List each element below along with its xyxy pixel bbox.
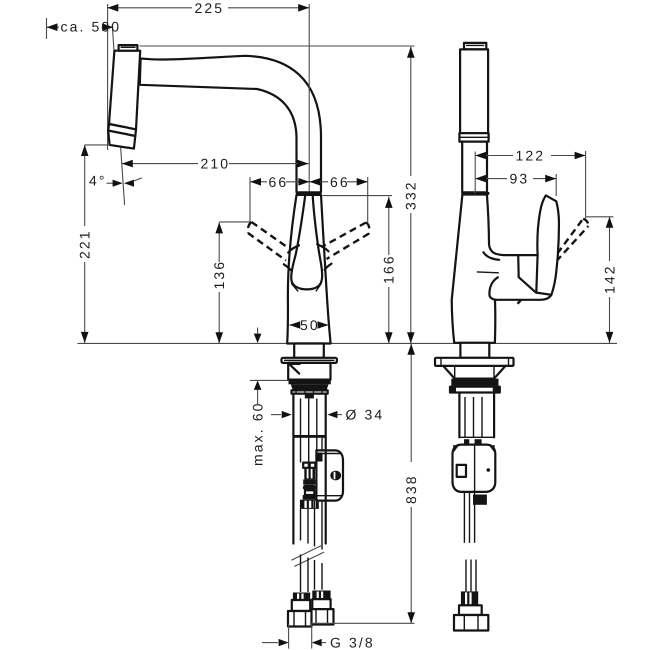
svg-text:210: 210 xyxy=(201,156,231,172)
svg-text:93: 93 xyxy=(510,171,530,187)
svg-text:66: 66 xyxy=(269,174,289,190)
svg-text:225: 225 xyxy=(195,0,225,16)
svg-text:G 3/8: G 3/8 xyxy=(330,635,375,650)
svg-text:221: 221 xyxy=(77,229,93,259)
svg-text:4°: 4° xyxy=(89,173,107,189)
svg-text:50: 50 xyxy=(300,317,320,333)
svg-text:ca. 500: ca. 500 xyxy=(61,19,122,35)
svg-text:838: 838 xyxy=(403,474,419,504)
svg-text:66: 66 xyxy=(330,174,350,190)
svg-text:Ø 34: Ø 34 xyxy=(346,407,385,423)
svg-text:332: 332 xyxy=(403,180,419,210)
svg-text:166: 166 xyxy=(381,254,397,284)
svg-text:136: 136 xyxy=(211,260,227,290)
svg-text:142: 142 xyxy=(601,264,617,294)
svg-text:122: 122 xyxy=(516,148,546,164)
svg-text:max. 60: max. 60 xyxy=(250,402,266,467)
